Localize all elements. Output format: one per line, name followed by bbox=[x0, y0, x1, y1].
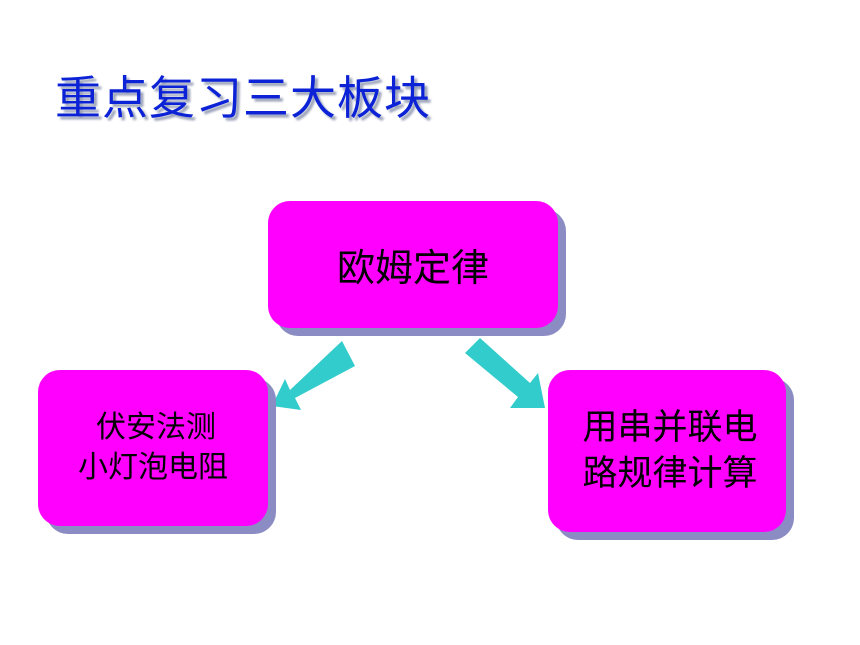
node-series-parallel[interactable]: 用串并联电 路规律计算 bbox=[548, 370, 786, 532]
node-series-parallel-label: 用串并联电 路规律计算 bbox=[576, 405, 757, 497]
node-voltammetry-line1: 伏安法测 bbox=[96, 410, 216, 445]
node-series-parallel-line2: 路规律计算 bbox=[582, 454, 758, 494]
arrow-to-left-node bbox=[272, 341, 355, 410]
page-title: 重点复习三大板块 bbox=[55, 71, 431, 125]
arrow-to-right-node bbox=[465, 338, 545, 408]
node-ohms-law-label: 欧姆定律 bbox=[336, 246, 489, 290]
node-voltammetry-label: 伏安法测 小灯泡电阻 bbox=[78, 408, 228, 488]
node-ohms-law[interactable]: 欧姆定律 bbox=[268, 201, 558, 328]
node-voltammetry[interactable]: 伏安法测 小灯泡电阻 bbox=[38, 370, 268, 526]
node-voltammetry-line2: 小灯泡电阻 bbox=[78, 450, 228, 485]
node-series-parallel-line1: 用串并联电 bbox=[582, 408, 758, 448]
